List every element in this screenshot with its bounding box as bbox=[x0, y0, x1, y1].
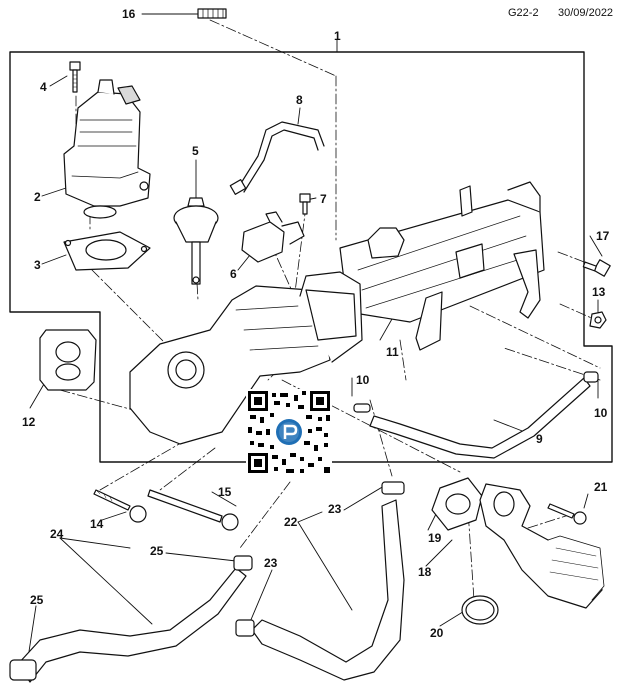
callout-25b: 25 bbox=[30, 593, 44, 607]
callout-24: 24 bbox=[50, 527, 64, 541]
callout-8: 8 bbox=[296, 93, 303, 107]
clamp-25-bottom bbox=[9, 659, 37, 681]
clamp-20 bbox=[461, 595, 499, 625]
coolant-hose-24 bbox=[17, 567, 247, 683]
callout-14: 14 bbox=[90, 517, 104, 531]
qr-code bbox=[246, 389, 332, 475]
gasket-19 bbox=[431, 477, 483, 531]
callout-3: 3 bbox=[34, 258, 41, 272]
callout-1: 1 bbox=[334, 29, 341, 43]
bolt-4 bbox=[69, 61, 81, 93]
leader-lines bbox=[27, 13, 603, 659]
callout-2: 2 bbox=[34, 190, 41, 204]
callout-10a: 10 bbox=[356, 373, 370, 387]
bolt-14 bbox=[93, 489, 147, 523]
egr-housing bbox=[129, 271, 363, 445]
gasket-3 bbox=[63, 231, 151, 271]
callout-12: 12 bbox=[22, 415, 36, 429]
bolt-17 bbox=[582, 259, 611, 277]
vacuum-actuator-5 bbox=[173, 197, 219, 285]
callout-16: 16 bbox=[122, 7, 136, 21]
egr-cooler-11 bbox=[339, 181, 545, 351]
callout-11: 11 bbox=[386, 345, 399, 359]
bolt-21 bbox=[547, 503, 587, 525]
clamp-23-bottom bbox=[235, 619, 255, 637]
egr-valve-2 bbox=[63, 79, 151, 219]
assembly-frame bbox=[9, 51, 613, 463]
clamp-10-left bbox=[353, 403, 371, 413]
callout-22: 22 bbox=[284, 515, 298, 529]
vacuum-hose-8 bbox=[229, 121, 325, 195]
nut-13 bbox=[589, 311, 607, 329]
callout-19: 19 bbox=[428, 531, 442, 545]
callout-21: 21 bbox=[594, 480, 608, 494]
egr-pipe-18 bbox=[479, 483, 605, 609]
callout-13: 13 bbox=[592, 285, 606, 299]
coolant-hose-22 bbox=[251, 499, 405, 681]
callout-23a: 23 bbox=[328, 502, 342, 516]
callout-10b: 10 bbox=[594, 406, 608, 420]
callout-15: 15 bbox=[218, 485, 232, 499]
diagram-date: 30/09/2022 bbox=[558, 7, 614, 19]
bolt-15 bbox=[147, 489, 239, 531]
coolant-hose-9 bbox=[369, 377, 591, 459]
screw-7 bbox=[299, 193, 311, 215]
callout-7: 7 bbox=[320, 192, 327, 206]
callout-9: 9 bbox=[536, 432, 543, 446]
solenoid-valve-6 bbox=[241, 211, 305, 263]
clamp-10-right bbox=[583, 371, 599, 383]
stud-16 bbox=[197, 8, 227, 19]
callout-23b: 23 bbox=[264, 556, 278, 570]
callout-6: 6 bbox=[230, 267, 237, 281]
callout-4: 4 bbox=[40, 80, 47, 94]
callout-17: 17 bbox=[596, 229, 610, 243]
clamp-23-top bbox=[381, 481, 405, 495]
callout-20: 20 bbox=[430, 626, 444, 640]
gasket-12 bbox=[39, 329, 97, 391]
callout-25a: 25 bbox=[150, 544, 164, 558]
clamp-25-top bbox=[233, 555, 253, 571]
callout-5: 5 bbox=[192, 144, 199, 158]
callout-18: 18 bbox=[418, 565, 432, 579]
diagram-code: G22-2 bbox=[508, 7, 539, 19]
